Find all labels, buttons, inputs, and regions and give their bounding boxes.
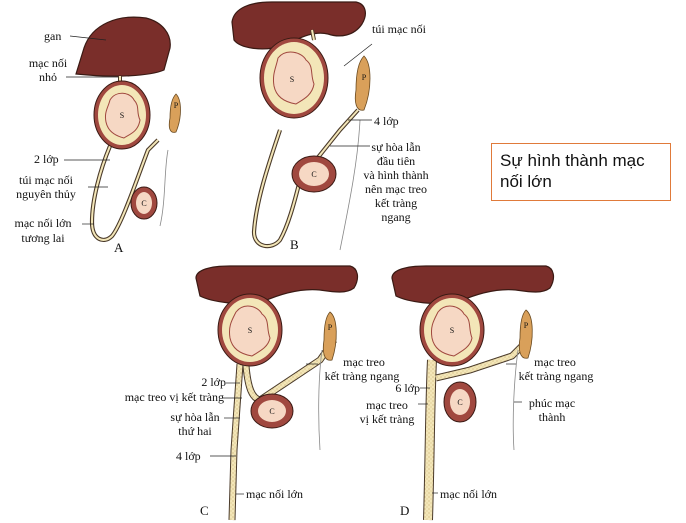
liver-shape-d bbox=[391, 265, 555, 305]
label-liver: gan bbox=[44, 29, 62, 43]
label-primitive-sac-line2: nguyên thủy bbox=[16, 187, 76, 201]
label-lesser-omentum-line1: mạc nối bbox=[28, 56, 68, 70]
label-greater-omentum-d: mạc nối lớn bbox=[440, 487, 497, 501]
panel-c-drawing bbox=[195, 265, 359, 521]
pancreas-mark-c: P bbox=[328, 323, 333, 332]
colon-mark-b: C bbox=[311, 170, 316, 179]
stomach-mark-b: S bbox=[290, 75, 294, 84]
liver-shape-c bbox=[195, 265, 359, 305]
panel-b-drawing bbox=[231, 1, 373, 251]
pancreas-b bbox=[354, 55, 371, 111]
label-lesser-omentum-line2: nhỏ bbox=[39, 70, 57, 84]
label-fusion-line5: kết tràng bbox=[374, 196, 418, 210]
label-parietal-peritoneum-line1: phúc mạc bbox=[528, 396, 576, 410]
stomach-mark-d: S bbox=[450, 326, 454, 335]
label-fusion-line3: và hình thành bbox=[363, 168, 429, 182]
panel-label-d: D bbox=[400, 503, 410, 518]
colon-mark-d: C bbox=[457, 398, 462, 407]
stomach-mark-a: S bbox=[120, 111, 124, 120]
label-fusion-line2: đầu tiên bbox=[376, 154, 416, 168]
liver-shape-a bbox=[75, 16, 171, 77]
label-gastrocolic-c: mạc treo vị kết tràng bbox=[124, 390, 224, 404]
label-primitive-sac-line1: túi mạc nối bbox=[19, 173, 73, 187]
label-mesocolon-c-line1: mạc treo bbox=[343, 355, 385, 369]
label-parietal-peritoneum-line2: thành bbox=[538, 410, 566, 424]
pancreas-d bbox=[518, 309, 533, 359]
panel-label-a: A bbox=[114, 240, 124, 255]
pancreas-a bbox=[168, 93, 181, 133]
label-gastrocolic-d-line2: vị kết tràng bbox=[359, 412, 415, 426]
pancreas-c bbox=[322, 311, 337, 361]
stomach-mark-c: S bbox=[248, 326, 252, 335]
panel-label-c: C bbox=[200, 503, 209, 518]
label-omental-bursa: túi mạc nối bbox=[372, 22, 426, 36]
label-greater-omentum-c: mạc nối lớn bbox=[246, 487, 303, 501]
colon-mark-c: C bbox=[269, 407, 274, 416]
label-four-layers-c: 4 lớp bbox=[176, 449, 201, 463]
label-mesocolon-d-line1: mạc treo bbox=[534, 355, 576, 369]
pancreas-mark-b: P bbox=[362, 73, 367, 82]
label-mesocolon-c-line2: kết tràng ngang bbox=[324, 369, 400, 383]
label-fusion-line1: sự hòa lẫn bbox=[371, 140, 421, 154]
pancreas-mark-d: P bbox=[524, 321, 529, 330]
panel-label-b: B bbox=[290, 237, 299, 252]
label-fusion-line6: ngang bbox=[381, 210, 411, 224]
label-future-omentum-line2: tương lai bbox=[21, 231, 65, 245]
label-second-fusion-line2: thứ hai bbox=[178, 424, 212, 438]
label-mesocolon-d-line2: kết tràng ngang bbox=[518, 369, 594, 383]
label-six-layers-d: 6 lớp bbox=[395, 381, 420, 395]
figure-title: Sự hình thành mạc nối lớn bbox=[491, 143, 671, 201]
panel-a-drawing bbox=[64, 16, 181, 242]
label-two-layers-a: 2 lớp bbox=[34, 152, 59, 166]
label-four-layers-b: 4 lớp bbox=[374, 114, 399, 128]
label-gastrocolic-d-line1: mạc treo bbox=[366, 398, 408, 412]
label-two-layers-c: 2 lớp bbox=[201, 375, 226, 389]
label-fusion-line4: nên mạc treo bbox=[365, 182, 427, 196]
pancreas-mark-a: P bbox=[174, 101, 179, 110]
colon-mark-a: C bbox=[141, 199, 146, 208]
label-future-omentum-line1: mạc nối lớn bbox=[14, 216, 72, 230]
panel-d-drawing bbox=[391, 265, 555, 521]
label-second-fusion-line1: sự hòa lẫn bbox=[170, 410, 220, 424]
